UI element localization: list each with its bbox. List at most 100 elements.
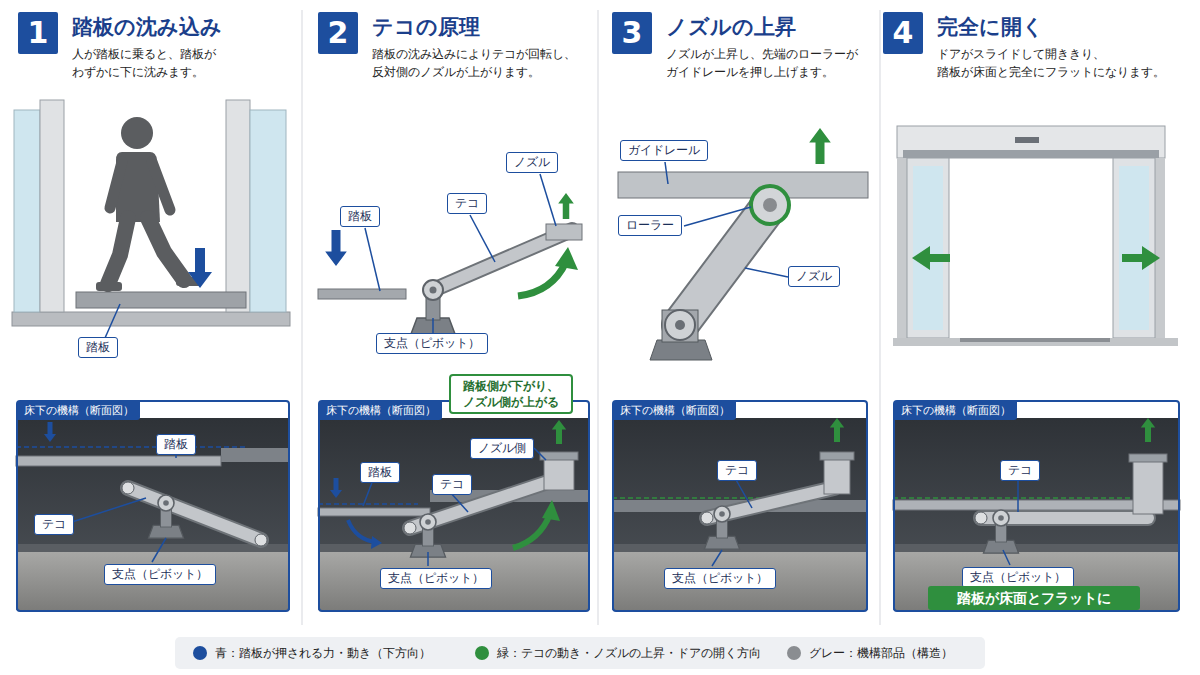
leader-line: [432, 318, 434, 334]
part-label: テコ: [34, 514, 74, 535]
pivot-hole: [675, 320, 685, 330]
nozzle-post: [824, 456, 850, 494]
lever-outline: [128, 488, 261, 540]
nozzle-arm: [680, 205, 770, 325]
part-label: 支点（ピボット）: [380, 568, 492, 589]
part-label: 踏板: [78, 337, 118, 358]
open-arrow: [912, 246, 950, 270]
cavity: [318, 418, 590, 610]
label-text: 踏板: [348, 208, 372, 225]
label-text: テコ: [455, 195, 479, 212]
down-arrow: [44, 422, 56, 442]
section-inset: 床下の機構（断面図） テコ支点（ピボット）: [612, 400, 868, 612]
inset-header: 床下の機構（断面図）: [614, 402, 736, 420]
guide-rail: [618, 172, 868, 198]
leader-line: [665, 162, 668, 184]
up-arrow: [830, 418, 844, 442]
person-leg: [108, 218, 128, 284]
step-description: ドアがスライドして開ききり、 踏板が床面と完全にフラットになります。: [937, 45, 1182, 81]
leader-line: [684, 207, 751, 226]
leader-line: [152, 538, 166, 562]
leader-line: [363, 480, 373, 506]
inset-header: 床下の機構（断面図）: [18, 402, 140, 420]
part-label: 支点（ピボット）: [664, 568, 776, 589]
section-inset: 床下の機構（断面図） 踏板テコ支点（ピボット）: [16, 400, 290, 612]
part-label: ノズル: [506, 152, 558, 173]
section-inset: 床下の機構（断面図）テコ支点（ピボット）踏板が床面とフラットに: [893, 400, 1180, 612]
lever-pin: [122, 482, 134, 494]
sensor: [1015, 137, 1039, 143]
step-number-box: 4完全に開くドアがスライドして開ききり、 踏板が床面と完全にフラットになります。: [883, 12, 923, 54]
up-arrow: [1141, 418, 1155, 442]
legend-text: 青：踏板が押される力・動き（下方向）: [215, 645, 431, 662]
pivot: [148, 495, 183, 538]
concrete: [893, 550, 1180, 610]
legend-swatch: [787, 646, 801, 660]
leader-line: [470, 215, 495, 262]
pivot: [704, 506, 739, 549]
up-arrow: [552, 420, 566, 444]
part-label: ローラー: [618, 215, 682, 236]
nozzle-post: [544, 456, 574, 490]
person-leg: [148, 218, 184, 280]
nozzle-cap: [820, 452, 854, 460]
part-label: テコ: [1000, 460, 1040, 481]
leader-line: [745, 268, 788, 277]
roller: [751, 186, 789, 224]
cavity: [893, 418, 1180, 610]
label-text: テコ: [42, 516, 66, 533]
panel-divider: [301, 10, 303, 625]
part-label: ノズル: [788, 266, 840, 287]
part-label: 踏板: [340, 206, 380, 227]
part-label: 支点（ピボット）: [104, 564, 216, 585]
step-number-box: 2テコの原理踏板の沈み込みによりテコが回転し、 反対側のノズルが上がります。: [318, 12, 358, 54]
step-number: 4: [883, 12, 923, 54]
part-label: 踏板: [360, 462, 400, 483]
part-label: ガイドレール: [620, 140, 708, 161]
step-number: 2: [318, 12, 358, 54]
nozzle-cap: [1129, 454, 1167, 462]
step-number-box: 1踏板の沈み込み人が踏板に乗ると、踏板が わずかに下に沈みます。: [18, 12, 58, 54]
label-text: 支点（ピボット）: [970, 569, 1066, 586]
label-text: 支点（ピボット）: [112, 566, 208, 583]
part-label: ノズル側: [470, 438, 534, 459]
part-label: テコ: [432, 474, 472, 495]
pivot-pin: [665, 310, 695, 340]
label-text: ノズル側: [478, 440, 526, 457]
door-frame: [897, 158, 907, 338]
pivot: [983, 510, 1018, 553]
label-text: ローラー: [626, 217, 674, 234]
leader-line: [1003, 550, 1010, 565]
step-description: 踏板の沈み込みによりテコが回転し、 反対側のノズルが上がります。: [372, 45, 596, 81]
glass-panel: [250, 110, 286, 312]
leader-line: [365, 228, 380, 291]
part-label: 踏板: [156, 434, 196, 455]
step-plate: [318, 508, 430, 516]
floor: [12, 312, 290, 326]
label-text: 踏板: [368, 464, 392, 481]
door-post: [40, 100, 64, 312]
inset-header: 床下の機構（断面図）: [320, 402, 442, 420]
person-arm: [152, 162, 170, 210]
leader-line: [427, 552, 429, 566]
door-track: [903, 150, 1159, 158]
leader-line: [450, 492, 468, 512]
step-number: 1: [18, 12, 58, 54]
legend-text: グレー：機構部品（構造）: [809, 645, 953, 662]
label-text: ノズル: [796, 268, 832, 285]
rotation-arrow-head: [542, 500, 560, 521]
part-label: テコ: [447, 193, 487, 214]
concrete: [318, 550, 590, 610]
floor: [893, 338, 1178, 346]
step-title: ノズルの上昇: [666, 14, 796, 40]
callout-box: 踏板側が下がり、 ノズル側が上がる: [449, 374, 573, 414]
level-line: [318, 503, 418, 505]
step-plate: [16, 456, 221, 466]
step-plate: [960, 338, 1110, 342]
pivot-base: [650, 340, 712, 360]
lever-pin: [255, 534, 267, 546]
part-label: テコ: [717, 460, 757, 481]
rotation-arrow-head: [371, 536, 382, 549]
leader-line: [735, 478, 752, 508]
